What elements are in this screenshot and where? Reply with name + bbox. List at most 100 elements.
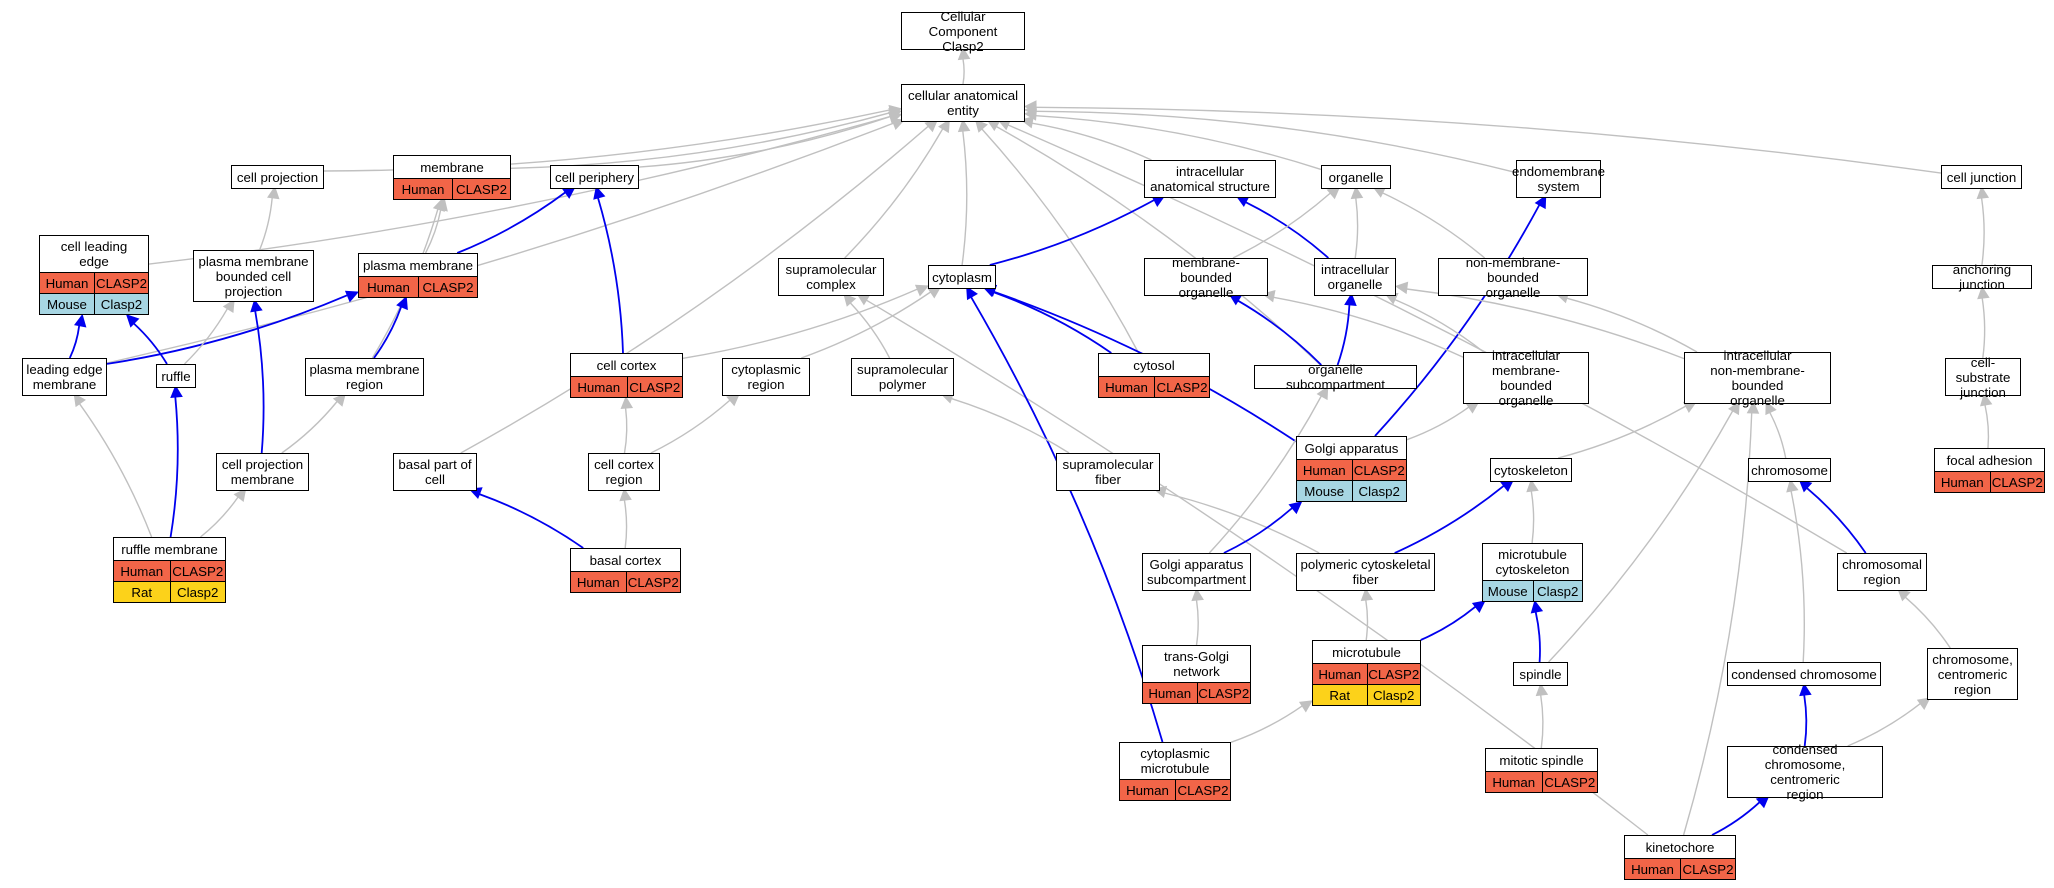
go-term-bpc[interactable]: basal part of cell	[393, 453, 477, 491]
edge-io-to-organelle	[1354, 197, 1359, 259]
go-term-cjunc[interactable]: cell junction	[1941, 165, 2022, 189]
go-term-cpm[interactable]: cell projection membrane	[216, 453, 309, 491]
arrowhead-cae-to-root	[957, 46, 971, 61]
go-term-cperi[interactable]: cell periphery	[550, 165, 639, 189]
gene-cell: CLASP2	[1351, 460, 1406, 480]
go-term-osub[interactable]: organelle subcompartment	[1254, 362, 1417, 392]
go-term-chrreg[interactable]: chromosomal region	[1837, 553, 1927, 591]
go-term-io[interactable]: intracellular organelle	[1314, 258, 1396, 296]
edge-bcortex-to-bpc	[479, 493, 584, 549]
arrowhead-cytosol-to-cae	[974, 119, 988, 133]
go-term-pcf[interactable]: polymeric cytoskeletal fiber	[1296, 553, 1435, 591]
go-term-ruffle[interactable]: ruffle	[156, 364, 196, 388]
arrowhead-cyto-to-cae	[957, 118, 971, 133]
go-term-pmr[interactable]: plasma membrane region	[305, 358, 424, 396]
go-term-label: cytoskeleton	[1494, 462, 1568, 478]
arrowhead-cpm-to-pmr	[332, 393, 346, 407]
go-term-label: supramolecular polymer	[857, 362, 948, 392]
go-term-lem[interactable]: leading edge membrane	[22, 358, 107, 396]
edge-cytosk-to-inmbo	[1557, 405, 1687, 459]
go-term-label: leading edge membrane	[26, 362, 103, 392]
go-term-label: trans-Golgi network	[1163, 649, 1230, 679]
go-term-smp[interactable]: supramolecular polymer	[851, 358, 954, 396]
go-term-spindle[interactable]: spindle	[1513, 662, 1568, 686]
arrowhead-cmt-to-cyto	[966, 286, 978, 301]
go-term-label: intracellular non-membrane-bounded organ…	[1710, 348, 1805, 408]
edge-ccr-to-ccortex	[623, 407, 628, 454]
go-term-imbo[interactable]: intracellular membrane-bounded organelle	[1463, 348, 1589, 408]
go-term-cyto[interactable]: cytoplasm	[928, 265, 996, 289]
arrowhead-lem-to-pm	[344, 290, 360, 303]
go-term-label: cell cortex	[596, 357, 657, 373]
go-term-condchr[interactable]: condensed chromosome	[1727, 662, 1881, 686]
go-term-csj[interactable]: cell-substrate junction	[1945, 355, 2021, 400]
edge-tgn-to-gas	[1195, 599, 1199, 646]
go-term-gas[interactable]: Golgi apparatus subcompartment	[1142, 553, 1251, 591]
go-term-ias[interactable]: intracellular anatomical structure	[1144, 160, 1276, 198]
go-term-ccr[interactable]: cell cortex region	[588, 453, 660, 491]
go-term-organelle[interactable]: organelle	[1321, 165, 1391, 189]
arrowhead-ruffle-to-pmbcp	[222, 299, 235, 314]
go-term-endo[interactable]: endomembrane system	[1512, 160, 1605, 198]
edge-pcf-to-cytosk	[1394, 485, 1505, 554]
species-cell: Mouse	[40, 294, 94, 314]
edge-bpc-to-cae	[460, 125, 929, 454]
edge-rufflem-to-lem	[78, 403, 153, 538]
go-term-nmbo[interactable]: non-membrane-bounded organelle	[1438, 255, 1588, 300]
gene-cell: CLASP2	[1154, 377, 1209, 397]
edge-pcf-to-smf	[1164, 492, 1320, 554]
go-term-smf[interactable]: supramolecular fiber	[1056, 453, 1160, 491]
edge-ruffle-to-cle	[133, 322, 168, 365]
edge-organelle-to-cae	[1035, 115, 1322, 171]
arrowhead-rufflem-to-cpm	[233, 488, 247, 502]
go-term-root[interactable]: Cellular Component Clasp2	[901, 9, 1025, 54]
go-term-chromosome[interactable]: chromosome	[1748, 458, 1831, 482]
species-cell: Human	[571, 572, 626, 592]
go-term-aj[interactable]: anchoring junction	[1932, 262, 2032, 292]
edge-pmbcp-to-cproj	[258, 197, 273, 251]
go-term-mbo[interactable]: membrane-bounded organelle	[1144, 255, 1268, 300]
go-term-ccentreg[interactable]: chromosome, centromeric region	[1927, 648, 2018, 700]
arrowhead-mt-to-mtcs	[1471, 600, 1486, 613]
go-term-inmbo[interactable]: intracellular non-membrane-bounded organ…	[1684, 348, 1831, 408]
go-term-cytosk[interactable]: cytoskeleton	[1490, 458, 1572, 482]
arrowhead-spindle-to-mtcs	[1530, 599, 1544, 614]
go-term-cproj[interactable]: cell projection	[231, 165, 324, 189]
go-term-label: cytoplasmic region	[731, 362, 801, 392]
go-term-label: supramolecular fiber	[1062, 457, 1154, 487]
go-term-pmbcp[interactable]: plasma membrane bounded cell projection	[193, 250, 314, 302]
arrowhead-rufflem-to-ruffle	[170, 384, 183, 398]
go-term-cae[interactable]: cellular anatomical entity	[901, 84, 1025, 122]
edge-cccr-to-condchr	[1803, 694, 1808, 747]
go-term-smc[interactable]: supramolecular complex	[778, 258, 884, 296]
edge-chromosome-to-inmbo	[1769, 412, 1787, 459]
edge-chrreg-to-chromosome	[1806, 487, 1867, 554]
go-term-cccr[interactable]: condensed chromosome, centromeric region	[1727, 742, 1883, 802]
arrowhead-ccr-to-ccortex	[620, 395, 634, 409]
arrowhead-condchr-to-chromosome	[1786, 478, 1799, 493]
arrowhead-ruffle-to-cle	[126, 314, 140, 328]
edge-lem-to-cle	[68, 325, 81, 359]
gene-cell: CLASP2	[626, 377, 682, 397]
go-term-label: cell cortex region	[594, 457, 654, 487]
go-term-cregion[interactable]: cytoplasmic region	[722, 358, 810, 396]
